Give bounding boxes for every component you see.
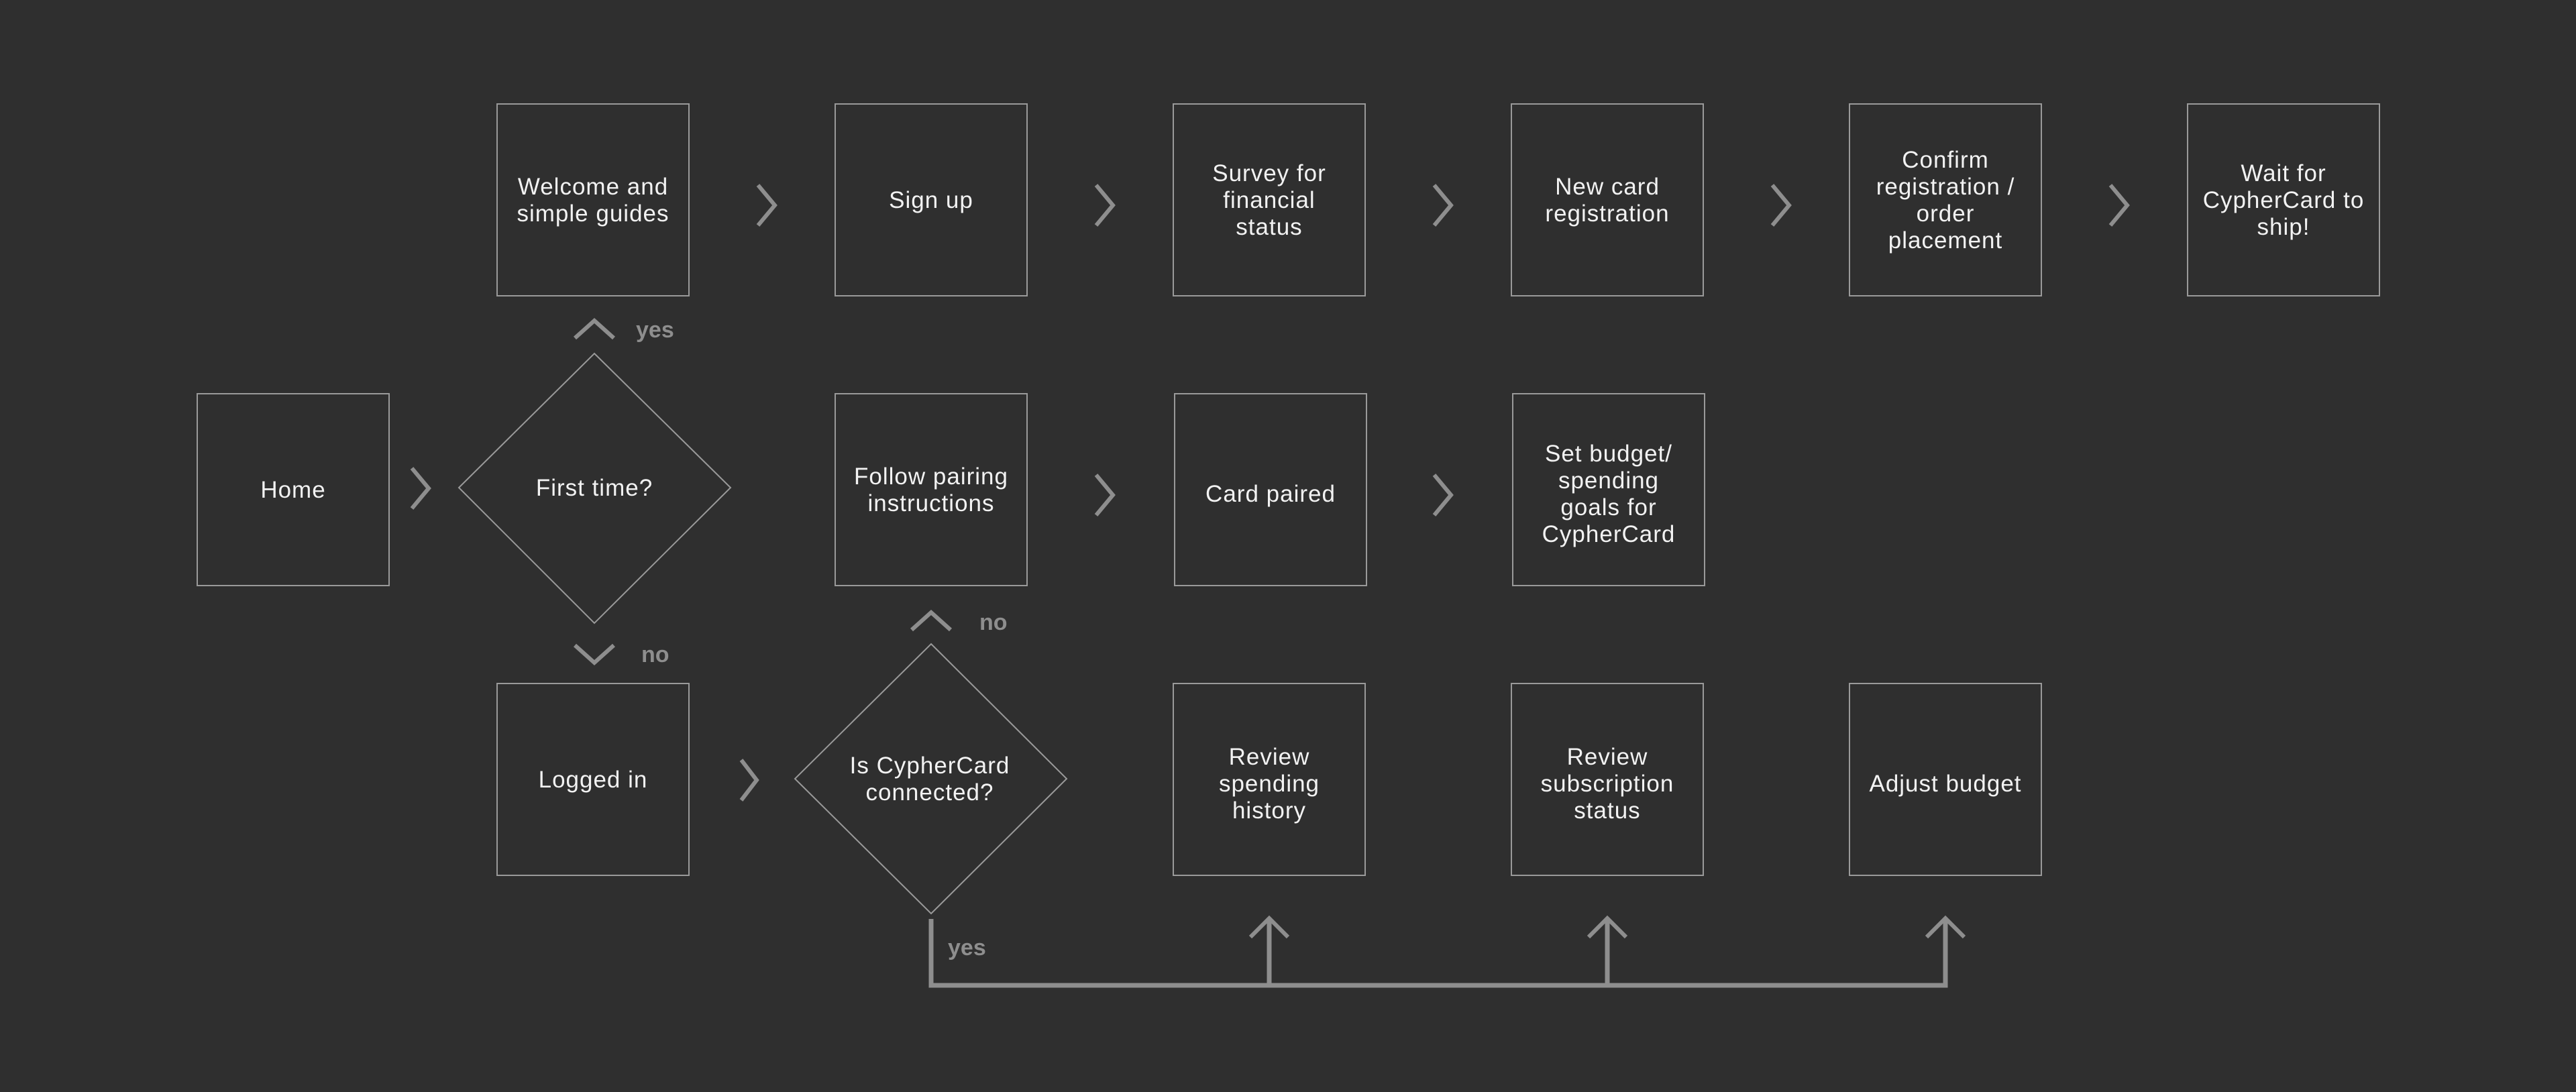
node-label-line: Follow pairing xyxy=(854,463,1008,490)
node-label-line: Set budget/ xyxy=(1545,441,1672,467)
node-label-line: Review xyxy=(1229,744,1310,770)
node-logged-in-label: Logged in xyxy=(539,767,648,793)
node-signup-label: Sign up xyxy=(889,187,973,213)
node-label-line: Sign up xyxy=(889,187,973,213)
node-label-line: First time? xyxy=(536,475,653,501)
node-label-line: registration xyxy=(1545,201,1669,227)
node-label-line: CypherCard xyxy=(1542,521,1676,547)
chevron-right-icon xyxy=(1432,474,1454,516)
node-label-line: Home xyxy=(260,477,325,503)
chevron-right-icon xyxy=(2108,184,2130,227)
node-logged-in: Logged in xyxy=(496,683,690,876)
branch-label-connected-yes: yes xyxy=(948,935,986,961)
chevron-right-icon xyxy=(756,184,777,227)
chevron-right-icon xyxy=(1432,184,1454,227)
node-label-line: goals for xyxy=(1560,494,1656,521)
chevron-right-icon xyxy=(1094,474,1116,516)
node-label-line: CypherCard to xyxy=(2203,187,2365,213)
node-label-line: subscription xyxy=(1541,771,1674,797)
node-label-line: placement xyxy=(1888,227,2002,254)
node-label-line: Welcome and xyxy=(518,174,668,200)
node-label-line: Review xyxy=(1567,744,1648,770)
arrow-up-icon xyxy=(1925,915,1966,939)
branch-label-connected-no: no xyxy=(979,610,1008,635)
branch-label-first-time-yes: yes xyxy=(636,317,674,343)
node-label-line: history xyxy=(1232,798,1306,824)
chevron-down-icon xyxy=(573,643,616,666)
node-label-line: status xyxy=(1574,798,1640,824)
node-home-label: Home xyxy=(260,477,325,503)
node-label-line: Logged in xyxy=(539,767,648,793)
node-label-line: New card xyxy=(1555,174,1660,200)
decision-first-time-label: First time? xyxy=(536,475,653,501)
arrow-up-icon xyxy=(1248,915,1290,939)
chevron-right-icon xyxy=(1094,184,1116,227)
node-label-line: financial xyxy=(1223,187,1315,213)
node-label-line: Confirm xyxy=(1902,147,1989,173)
node-label-line: ship! xyxy=(2257,214,2310,240)
node-card-paired: Card paired xyxy=(1174,393,1367,586)
chevron-right-icon xyxy=(410,467,431,510)
node-label-line: status xyxy=(1236,214,1302,240)
node-label-line: Card paired xyxy=(1205,481,1336,507)
branch-label-first-time-no: no xyxy=(641,642,669,667)
node-label-line: Wait for xyxy=(2241,160,2326,186)
connector-yes-bus xyxy=(928,919,1948,988)
node-label-line: instructions xyxy=(867,490,994,516)
node-label-line: order xyxy=(1917,201,1975,227)
node-adjust-budget: Adjust budget xyxy=(1849,683,2042,876)
node-label-line: Is CypherCard xyxy=(850,753,1010,779)
node-label-line: registration / xyxy=(1876,174,2015,200)
chevron-up-icon xyxy=(910,609,953,632)
node-signup: Sign up xyxy=(835,103,1028,296)
chevron-right-icon xyxy=(739,759,759,802)
node-label-line: connected? xyxy=(866,779,994,806)
node-label-line: spending xyxy=(1558,468,1659,494)
decision-first-time: First time? xyxy=(458,352,732,624)
chevron-up-icon xyxy=(573,317,616,340)
node-label-line: spending xyxy=(1219,771,1320,797)
node-label-line: simple guides xyxy=(517,201,669,227)
chevron-right-icon xyxy=(1770,184,1792,227)
node-label-line: Adjust budget xyxy=(1869,771,2021,797)
node-adjust-budget-label: Adjust budget xyxy=(1869,771,2021,797)
node-home: Home xyxy=(197,393,390,586)
node-card-paired-label: Card paired xyxy=(1205,481,1336,507)
node-label-line: Survey for xyxy=(1212,160,1326,186)
arrow-up-icon xyxy=(1587,915,1628,939)
